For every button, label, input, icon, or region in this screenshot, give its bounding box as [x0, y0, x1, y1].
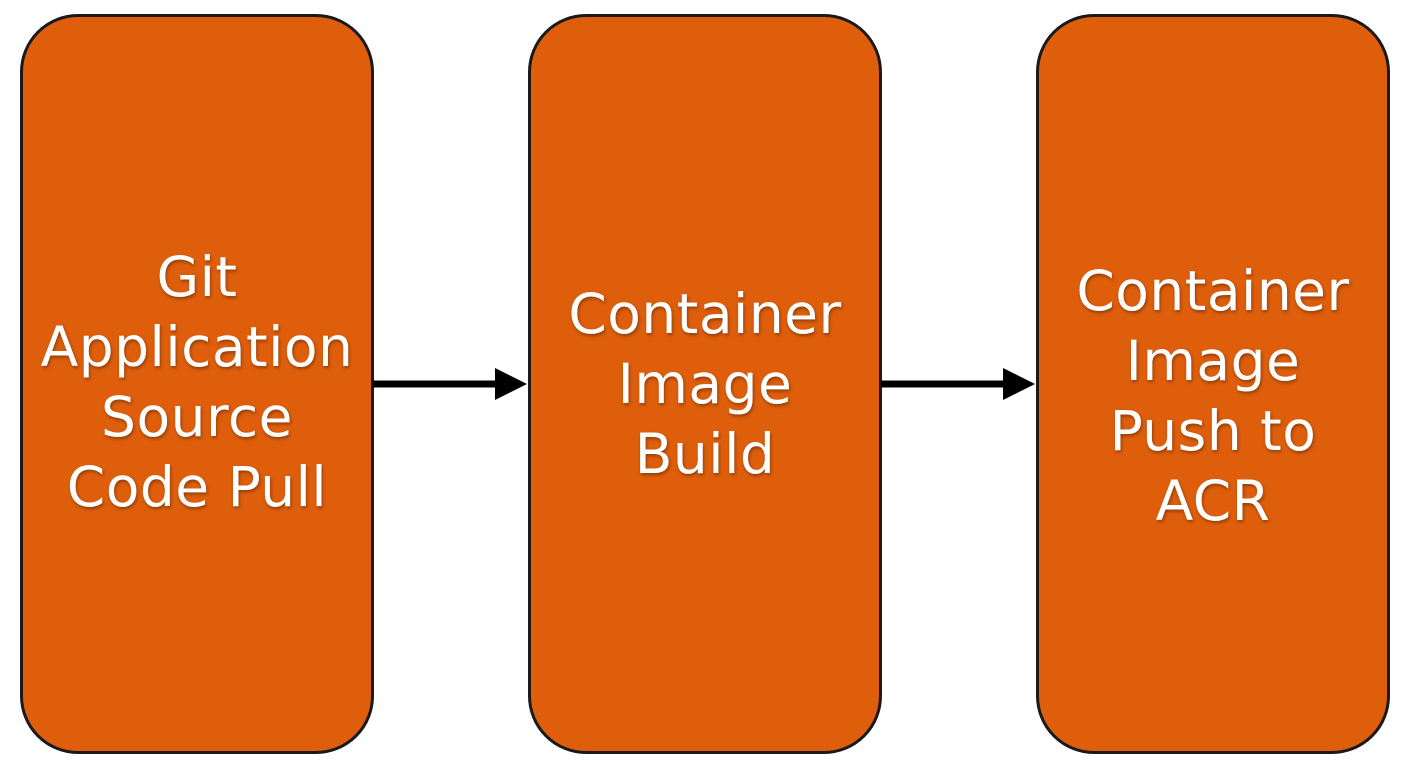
step-label-line: Git	[156, 245, 238, 309]
step-label-line: Push to	[1109, 399, 1317, 463]
step-label: Container Image Push to ACR	[1076, 256, 1349, 536]
arrow-head	[495, 368, 527, 400]
step-label-line: Build	[634, 422, 776, 486]
flow-arrow-right	[373, 368, 527, 400]
step-box-image-build: Container Image Build	[528, 14, 882, 754]
flow-arrow-right	[881, 368, 1035, 400]
step-label: Container Image Build	[568, 279, 841, 489]
step-label-line: Container	[568, 282, 842, 346]
step-label-line: ACR	[1155, 469, 1271, 533]
arrow-head	[1003, 368, 1035, 400]
step-label-line: Image	[617, 352, 793, 416]
step-box-image-push: Container Image Push to ACR	[1036, 14, 1390, 754]
step-label: Git Application Source Code Pull	[41, 242, 354, 522]
step-label-line: Code Pull	[66, 455, 328, 519]
step-label-line: Application	[40, 315, 354, 379]
step-box-source-code-pull: Git Application Source Code Pull	[20, 14, 374, 754]
step-label-line: Container	[1076, 259, 1350, 323]
step-label-line: Image	[1125, 329, 1301, 393]
step-label-line: Source	[101, 385, 293, 449]
